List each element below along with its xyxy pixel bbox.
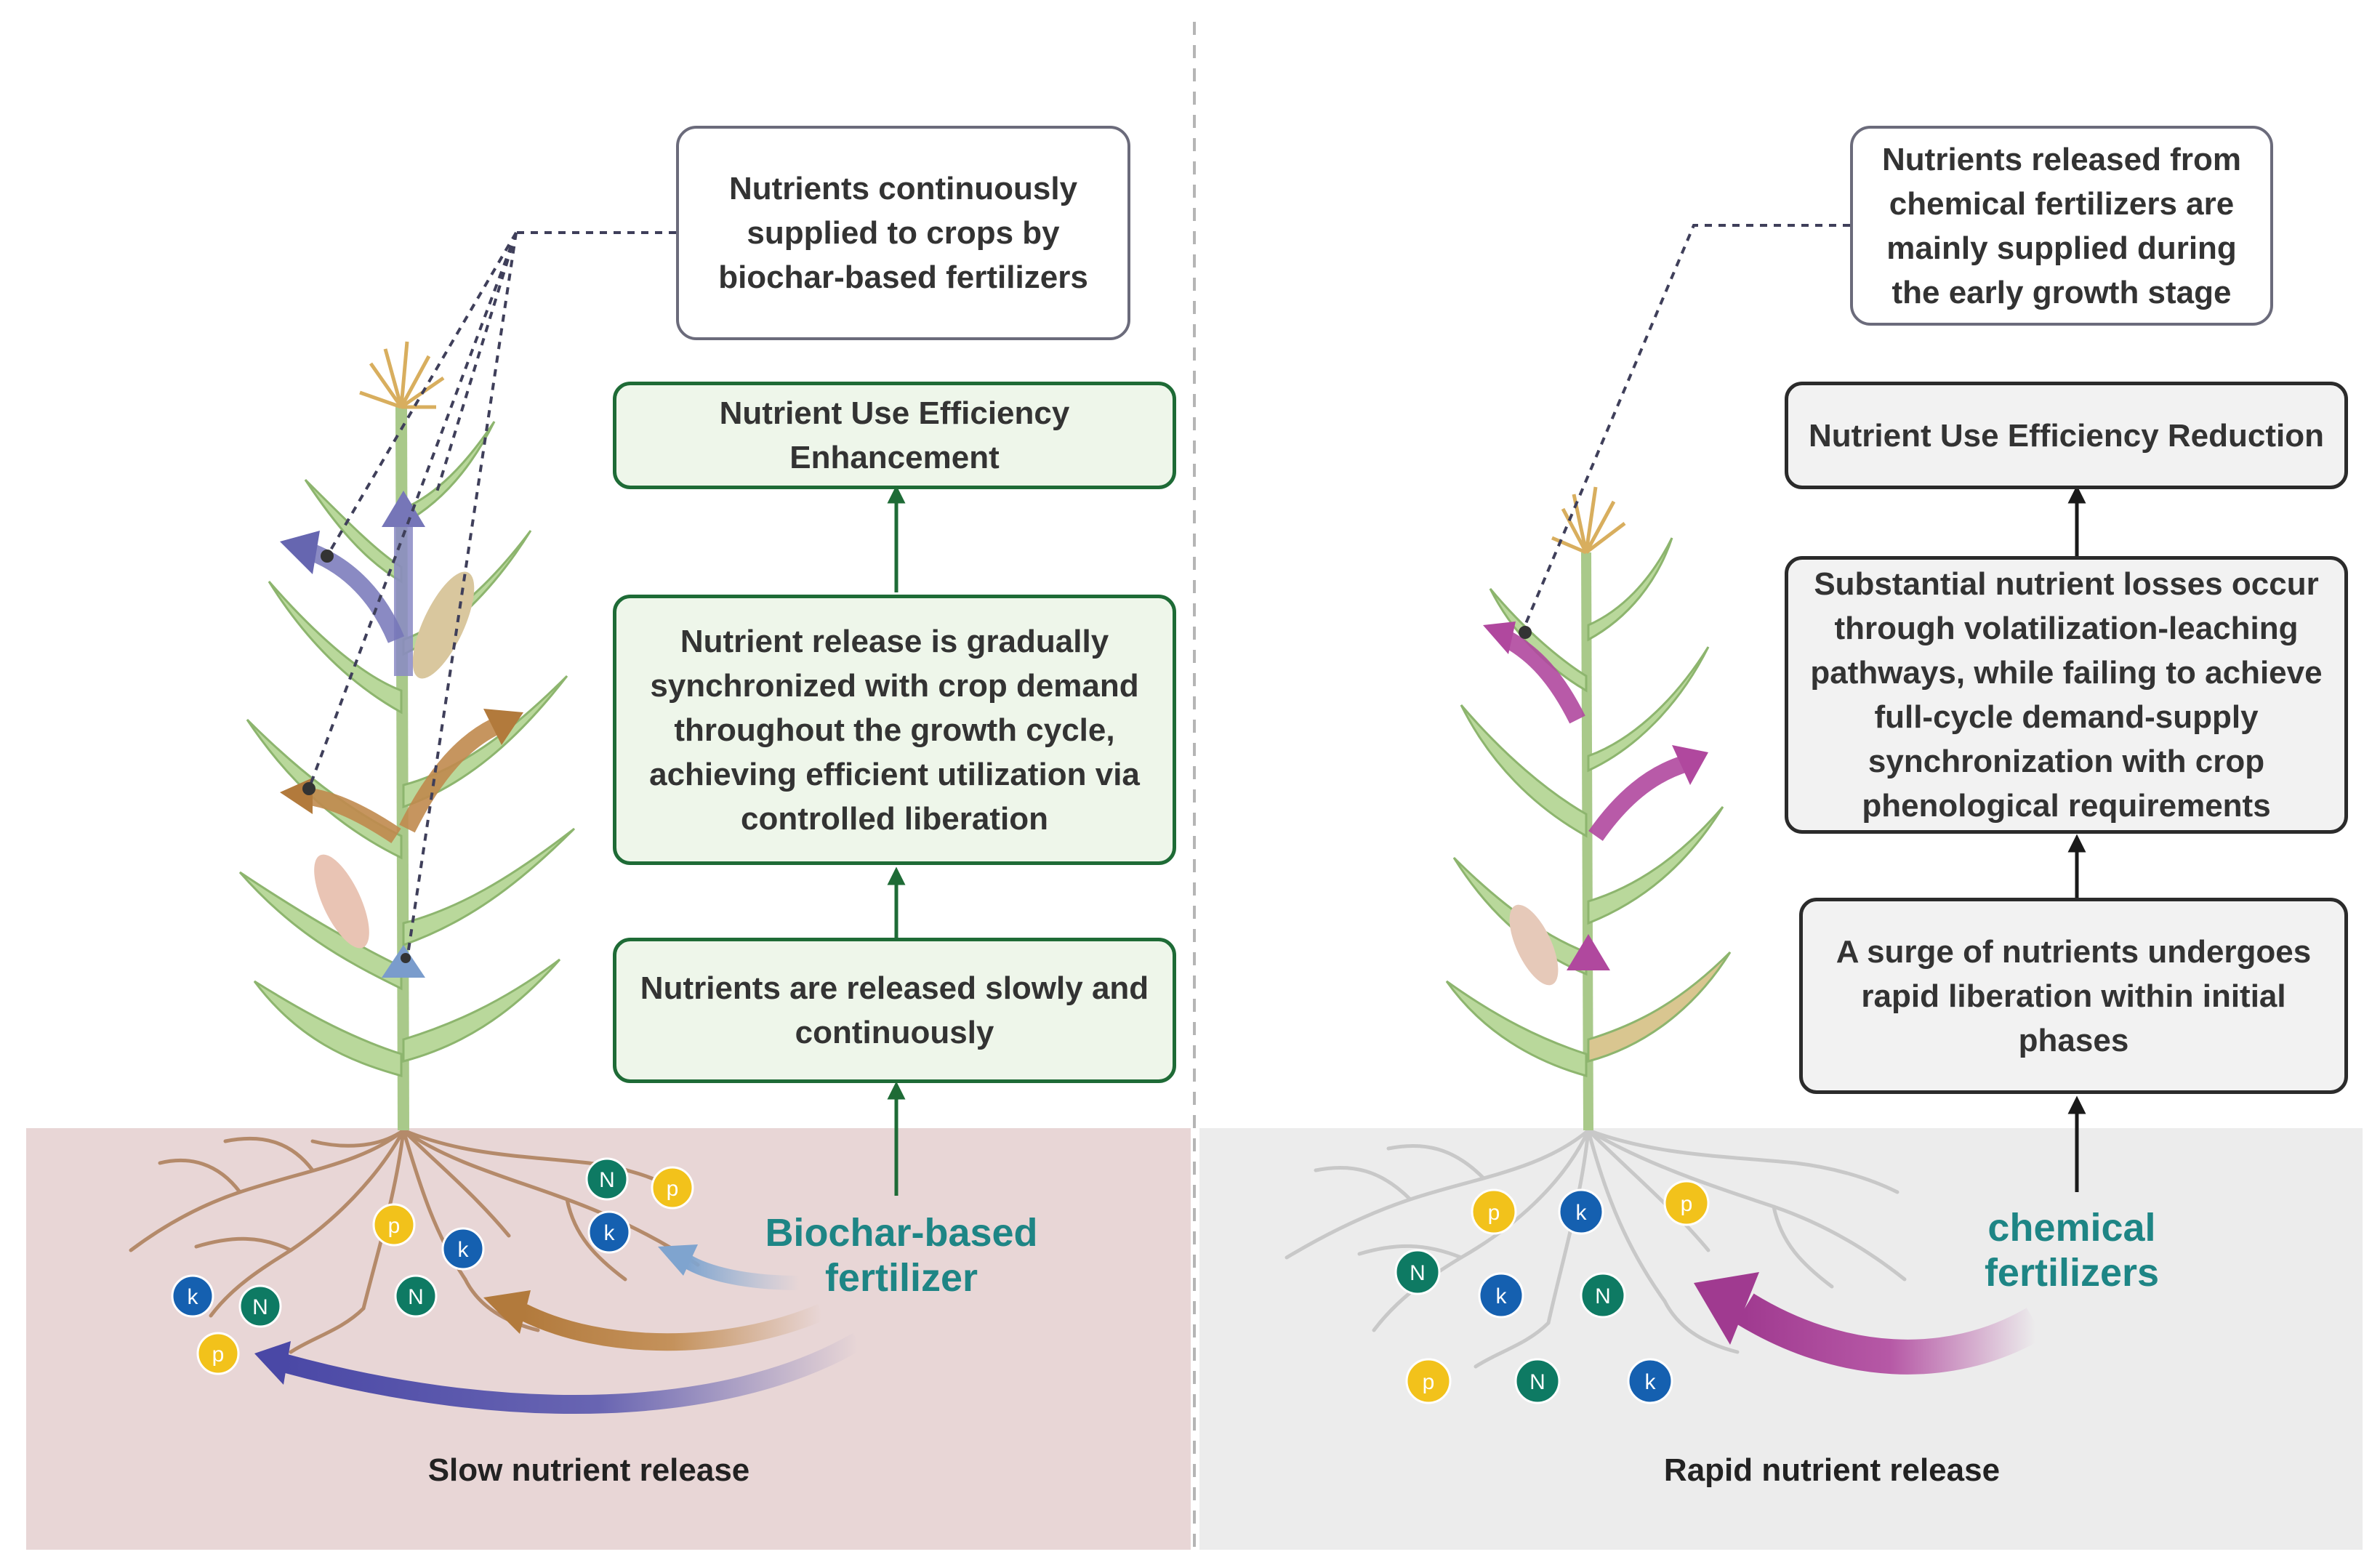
supply-arrow-blue <box>683 1255 800 1290</box>
leaf-arrow-magenta-right <box>1588 755 1689 841</box>
nutrient-badge-icon: k <box>441 1227 485 1271</box>
callout-left: Nutrients continuously supplied to crops… <box>676 126 1130 340</box>
nutrient-badge-icon: N <box>1580 1272 1626 1319</box>
caption-left: Slow nutrient release <box>427 1452 750 1488</box>
nutrient-badge-icon: k <box>1627 1358 1673 1404</box>
svg-text:N: N <box>408 1285 424 1309</box>
supply-arrow-purple <box>281 1332 863 1415</box>
svg-text:p: p <box>667 1177 679 1201</box>
nutrient-badges-right: p k p N k N p N k <box>1394 1180 1710 1404</box>
nutrient-badge-icon: N <box>1514 1358 1561 1404</box>
svg-text:N: N <box>1410 1261 1426 1285</box>
svg-text:N: N <box>1595 1284 1611 1308</box>
nutrient-badge-icon: p <box>1471 1188 1517 1235</box>
nutrient-badge-icon: N <box>1394 1249 1441 1295</box>
nutrient-badge-icon: p <box>372 1203 416 1247</box>
svg-text:k: k <box>188 1285 199 1309</box>
nutrient-badge-icon: N <box>238 1284 282 1328</box>
root-system-icon <box>129 1128 700 1354</box>
nutrient-badge-icon: p <box>1405 1358 1452 1404</box>
nutrient-badge-icon: N <box>585 1157 629 1201</box>
svg-text:p: p <box>388 1214 401 1238</box>
nutrient-badge-icon: p <box>196 1332 240 1375</box>
supply-arrow-magenta <box>1735 1293 2045 1375</box>
leaf-arrow-brown-left <box>304 787 401 843</box>
mechanism-box-left: Nutrient release is gradually synchroniz… <box>613 595 1176 865</box>
svg-text:k: k <box>1645 1370 1657 1394</box>
supply-arrow-brown <box>519 1303 825 1351</box>
svg-text:k: k <box>1496 1284 1508 1308</box>
fertilizer-label-right: chemical fertilizers <box>1984 1206 2160 1295</box>
fertilizer-label-left: Biochar-based fertilizer <box>765 1211 1038 1300</box>
leaf-arrow-magenta-left <box>1503 632 1585 724</box>
nutrient-badge-icon: k <box>1558 1188 1604 1235</box>
nutrient-badge-icon: p <box>1663 1180 1710 1226</box>
leaf-arrow-brown-right <box>399 719 499 833</box>
outcome-box-right: Nutrient Use Efficiency Reduction <box>1785 382 2348 489</box>
release-box-right: A surge of nutrients undergoes rapid lib… <box>1799 898 2348 1094</box>
svg-text:p: p <box>1681 1192 1693 1216</box>
nutrient-badge-icon: k <box>587 1210 631 1254</box>
svg-text:p: p <box>212 1343 225 1367</box>
nutrient-badge-icon: N <box>394 1274 438 1318</box>
outcome-box-left: Nutrient Use Efficiency Enhancement <box>613 382 1176 489</box>
nutrient-badges-left: N p k p k N k N p <box>171 1157 694 1375</box>
callout-right: Nutrients released from chemical fertili… <box>1850 126 2273 326</box>
svg-text:N: N <box>599 1168 615 1192</box>
release-box-left: Nutrients are released slowly and contin… <box>613 938 1176 1083</box>
nutrient-badge-icon: p <box>651 1166 694 1210</box>
svg-text:k: k <box>1576 1201 1588 1225</box>
svg-text:k: k <box>604 1221 616 1245</box>
caption-right: Rapid nutrient release <box>1663 1452 2001 1488</box>
svg-text:p: p <box>1488 1201 1500 1225</box>
nutrient-badge-icon: k <box>171 1274 214 1318</box>
root-system-icon <box>1285 1128 1907 1369</box>
callout-leader-right <box>1524 224 1850 626</box>
svg-text:N: N <box>1529 1370 1545 1394</box>
nutrient-badge-icon: k <box>1478 1272 1524 1319</box>
svg-text:k: k <box>458 1238 470 1262</box>
svg-text:N: N <box>252 1295 268 1319</box>
svg-text:p: p <box>1423 1370 1435 1394</box>
corn-plant-icon <box>1285 486 1907 1369</box>
callout-leader-left <box>307 231 676 960</box>
mechanism-box-right: Substantial nutrient losses occur throug… <box>1785 556 2348 834</box>
